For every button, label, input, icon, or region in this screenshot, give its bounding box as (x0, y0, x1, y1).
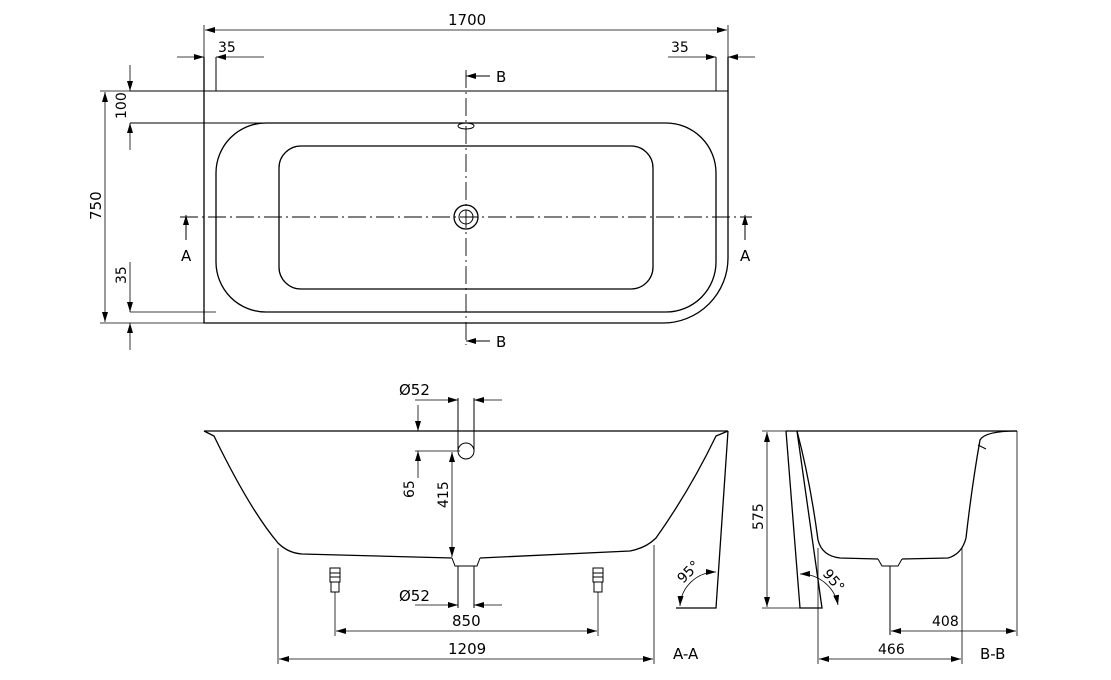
section-b-bottom-label: B (496, 333, 506, 351)
overflow-circle (457, 442, 475, 460)
section-aa-view: Ø52 65 415 Ø52 850 1209 95° A-A (203, 381, 729, 664)
plan-rim-line (215, 122, 717, 313)
section-a-left-label: A (181, 247, 192, 265)
dim-rim-right: 35 (671, 40, 689, 56)
dim-feet-spacing: 850 (452, 612, 481, 630)
section-bb-label: B-B (980, 645, 1005, 663)
dim-drain-offset: 408 (932, 614, 959, 630)
dim-rim-left: 35 (218, 40, 236, 56)
dim-overflow-diameter: Ø52 (399, 381, 430, 399)
dim-height: 575 (751, 503, 767, 530)
angle-bb: 95° (819, 566, 847, 595)
plan-view: A A B B 1700 35 35 750 100 35 (87, 11, 755, 351)
dim-width: 750 (87, 191, 105, 220)
dim-rim-bottom: 35 (114, 266, 130, 284)
dim-drain-diameter: Ø52 (399, 587, 430, 605)
angle-aa: 95° (675, 558, 704, 587)
dim-overall-length: 1700 (448, 11, 486, 29)
section-aa-label: A-A (673, 645, 699, 663)
section-b-top-label: B (496, 68, 506, 86)
section-bb-view: 575 408 466 95° B-B (751, 430, 1018, 664)
foot-left (329, 567, 341, 593)
dim-overflow-offset: 65 (402, 480, 418, 498)
dim-rim-top: 100 (114, 92, 130, 119)
plan-outer-outline (203, 57, 729, 324)
section-a-right-label: A (740, 247, 751, 265)
foot-right (592, 567, 604, 593)
dim-base-width: 466 (878, 642, 905, 658)
dim-base-length: 1209 (448, 640, 486, 658)
dim-overflow-height: 415 (436, 481, 452, 508)
